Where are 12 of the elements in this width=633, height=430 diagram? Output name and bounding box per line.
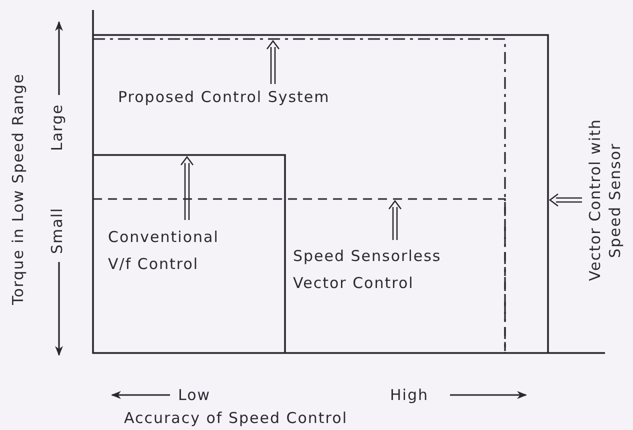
region-label: Speed Sensorless Vector Control xyxy=(293,246,442,294)
region-box xyxy=(93,155,285,353)
axis-label: Torque in Low Speed Range xyxy=(8,72,28,308)
region-label: Vector Control with Speed Sensor xyxy=(585,118,625,284)
axis-label: Accuracy of Speed Control xyxy=(124,408,348,428)
region-label: Conventional V/f Control xyxy=(108,227,220,275)
axis-label: Large xyxy=(47,102,67,153)
region-box xyxy=(93,199,505,353)
region-label: Proposed Control System xyxy=(118,87,331,108)
axis-label: Low xyxy=(178,385,212,405)
axis-label: Small xyxy=(47,206,67,256)
axis-label: High xyxy=(390,385,430,405)
